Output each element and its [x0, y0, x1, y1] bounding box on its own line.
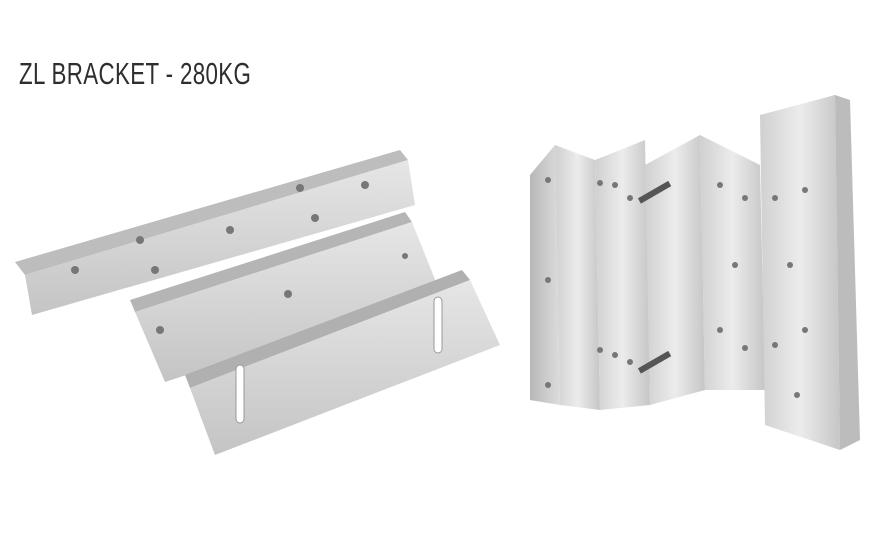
zl-bracket-unfolded-image [530, 95, 860, 450]
zl-bracket-assembled-image [15, 150, 500, 455]
product-title: ZL BRACKET - 280KG [19, 56, 252, 91]
